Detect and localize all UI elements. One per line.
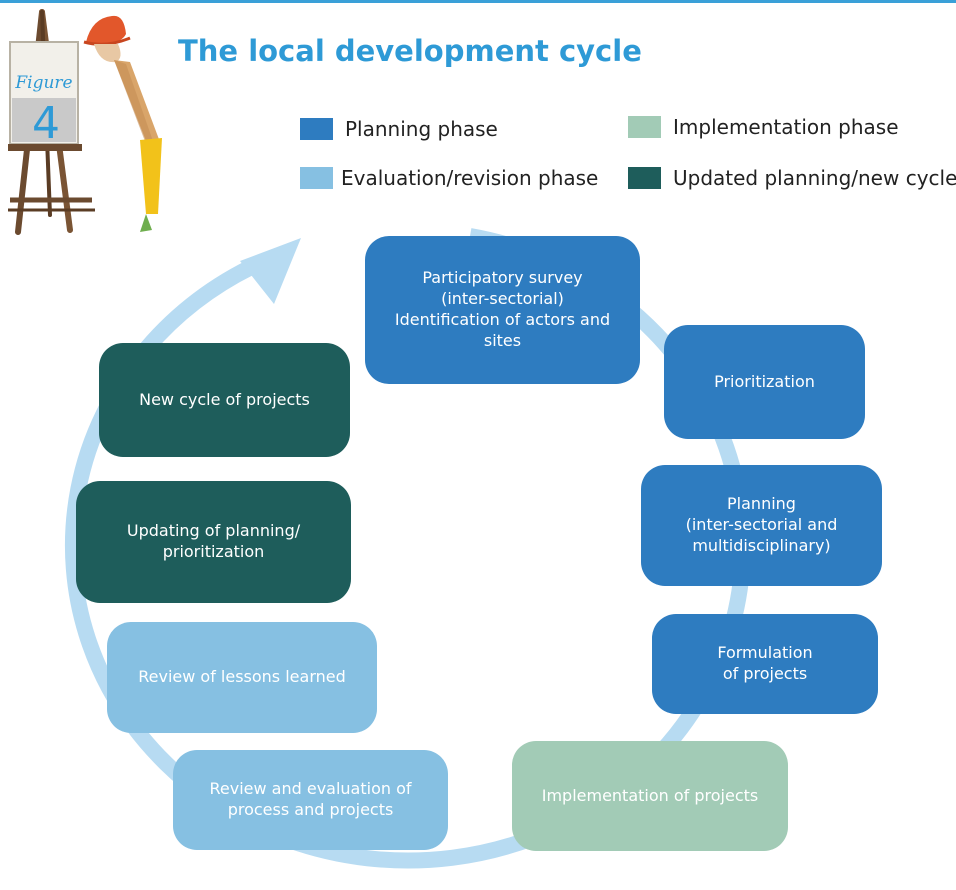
box-participatory-survey: Participatory survey (inter-sectorial) I… — [365, 236, 640, 384]
legend-item-planning: Planning phase — [300, 117, 498, 141]
cartoon-person-icon — [83, 15, 162, 232]
box-review-lessons: Review of lessons learned — [107, 622, 377, 733]
box-label-review-evaluation: Review and evaluation of process and pro… — [209, 779, 412, 819]
legend-label-implementation: Implementation phase — [673, 115, 899, 139]
box-label-participatory-survey: Participatory survey (inter-sectorial) I… — [394, 268, 611, 350]
figure-badge-label: Figure — [14, 73, 72, 93]
cycle-arrowhead-icon — [240, 238, 301, 304]
page-title: The local development cycle — [178, 34, 642, 68]
legend-label-evaluation: Evaluation/revision phase — [341, 166, 599, 190]
box-label-review-lessons: Review of lessons learned — [138, 667, 346, 687]
legend-swatch-implementation — [628, 116, 661, 138]
legend-label-updated: Updated planning/new cycle — [673, 166, 956, 190]
box-prioritization: Prioritization — [664, 325, 865, 439]
legend-label-planning: Planning phase — [345, 117, 498, 141]
easel-icon — [8, 9, 95, 235]
figure-badge-illustration: Figure 4 — [8, 9, 162, 235]
box-updating-planning: Updating of planning/ prioritization — [76, 481, 351, 603]
box-implementation: Implementation of projects — [512, 741, 788, 851]
legend-item-updated: Updated planning/new cycle — [628, 166, 956, 190]
legend-item-implementation: Implementation phase — [628, 115, 899, 139]
box-label-updating-planning: Updating of planning/ prioritization — [126, 521, 301, 561]
legend-swatch-planning — [300, 118, 333, 140]
box-label-planning: Planning (inter-sectorial and multidisci… — [685, 494, 838, 555]
box-label-implementation: Implementation of projects — [541, 785, 759, 805]
box-label-prioritization: Prioritization — [714, 371, 815, 391]
legend-swatch-evaluation — [300, 167, 333, 189]
box-formulation: Formulation of projects — [652, 614, 878, 714]
box-new-cycle: New cycle of projects — [99, 343, 350, 457]
box-review-evaluation: Review and evaluation of process and pro… — [173, 750, 448, 850]
figure-badge-number: 4 — [32, 98, 60, 149]
legend-item-evaluation: Evaluation/revision phase — [300, 166, 598, 190]
legend-swatch-updated — [628, 167, 661, 189]
box-label-new-cycle: New cycle of projects — [139, 389, 310, 409]
box-label-formulation: Formulation of projects — [717, 643, 813, 683]
top-rule — [0, 0, 956, 3]
box-planning: Planning (inter-sectorial and multidisci… — [641, 465, 882, 586]
